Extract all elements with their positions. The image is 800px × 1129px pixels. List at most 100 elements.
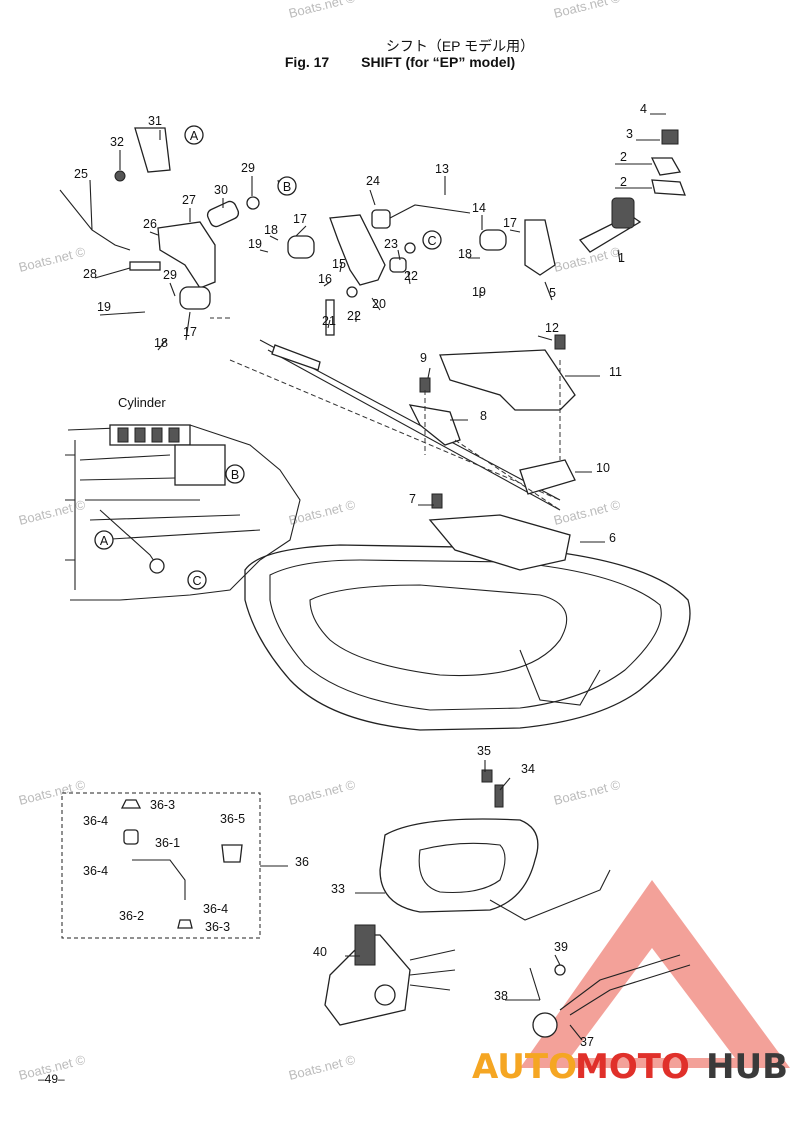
watermark-text: Boats.net © [287, 497, 357, 528]
part-label-36-3a: 36-3 [150, 798, 175, 812]
shift-linkage [59, 127, 686, 336]
watermark-text: Boats.net © [287, 1052, 357, 1083]
part-label-19a: 19 [248, 237, 262, 251]
part-label-32: 32 [110, 135, 124, 149]
brackets [408, 334, 576, 571]
part-label-17c: 17 [183, 325, 197, 339]
part-label-3: 3 [626, 127, 633, 141]
part-label-19c: 19 [97, 300, 111, 314]
watermark-text: Boats.net © [17, 244, 87, 275]
page-number: –49– [38, 1072, 65, 1086]
part-label-4: 4 [640, 102, 647, 116]
part-label-36-2: 36-2 [119, 909, 144, 923]
callout-circle-c [422, 230, 442, 250]
part-label-40: 40 [313, 945, 327, 959]
callout-circle-a-inset [94, 530, 114, 550]
part-label-6: 6 [609, 531, 616, 545]
part-label-38: 38 [494, 989, 508, 1003]
part-label-22a: 22 [404, 269, 418, 283]
part-label-16: 16 [318, 272, 332, 286]
part-label-9: 9 [420, 351, 427, 365]
callout-b: B [283, 180, 291, 194]
brand-word-hub: HUB [706, 1047, 788, 1087]
figure-number: Fig. 17 [284, 54, 330, 70]
part-label-33: 33 [331, 882, 345, 896]
cylinder-inset [65, 424, 301, 601]
part-label-12: 12 [545, 321, 559, 335]
part-label-36: 36 [295, 855, 309, 869]
part-label-18b: 18 [458, 247, 472, 261]
part-label-29b: 29 [163, 268, 177, 282]
part-label-21: 21 [322, 314, 336, 328]
part-label-2b: 2 [620, 175, 627, 189]
part-label-8: 8 [480, 409, 487, 423]
brand-logo-triangle [520, 880, 790, 1068]
callout-b-inset: B [231, 468, 239, 482]
watermark-text: Boats.net © [552, 0, 622, 21]
part-label-10: 10 [596, 461, 610, 475]
part-label-5: 5 [549, 286, 556, 300]
part-label-11: 11 [609, 365, 622, 379]
part-label-36-4b: 36-4 [83, 864, 108, 878]
figure-title-english: SHIFT (for “EP” model) [361, 54, 516, 70]
part-label-35: 35 [477, 744, 491, 758]
part-label-19b: 19 [472, 285, 486, 299]
part-label-1: 1 [618, 251, 625, 265]
callout-circle-b-inset [225, 464, 245, 484]
parts-kit-box [61, 792, 288, 939]
part-label-25: 25 [74, 167, 88, 181]
part-label-15: 15 [332, 257, 346, 271]
part-label-14: 14 [472, 201, 486, 215]
part-label-18c: 18 [154, 336, 168, 350]
part-label-13: 13 [435, 162, 449, 176]
part-label-23: 23 [384, 237, 398, 251]
remote-control-parts [324, 769, 691, 1038]
part-label-37: 37 [580, 1035, 594, 1049]
callout-circle-a [184, 125, 204, 145]
figure-title: Fig. 17 SHIFT (for “EP” model) [0, 54, 800, 70]
title-japanese: シフト（EP モデル用） [385, 38, 535, 54]
callout-markers: A B C A B C [94, 125, 442, 590]
watermark-text: Boats.net © [287, 0, 357, 21]
part-label-36-4c: 36-4 [203, 902, 228, 916]
part-label-18a: 18 [264, 223, 278, 237]
callout-circle-b [277, 176, 297, 196]
part-label-28: 28 [83, 267, 97, 281]
part-label-36-5: 36-5 [220, 812, 245, 826]
lower-cowling [244, 544, 691, 731]
callout-c: C [427, 234, 436, 248]
brand-word-moto: MOTO [575, 1047, 690, 1087]
part-label-34: 34 [521, 762, 535, 776]
callout-a: A [190, 129, 199, 143]
watermark-text: Boats.net © [552, 777, 622, 808]
part-label-22b: 22 [347, 309, 361, 323]
part-label-20: 20 [372, 297, 386, 311]
shift-cables [210, 317, 561, 511]
watermark-text: Boats.net © [287, 777, 357, 808]
brand-wordmark: AUTO MOTO HUB [472, 1047, 788, 1087]
part-label-36-3b: 36-3 [205, 920, 230, 934]
callout-a-inset: A [100, 534, 109, 548]
part-label-30: 30 [214, 183, 228, 197]
part-label-27: 27 [182, 193, 196, 207]
part-label-36-4a: 36-4 [83, 814, 108, 828]
part-label-2: 2 [620, 150, 627, 164]
part-label-36-1: 36-1 [155, 836, 180, 850]
part-label-31: 31 [148, 114, 162, 128]
part-label-7: 7 [409, 492, 416, 506]
part-label-24: 24 [366, 174, 380, 188]
part-label-26: 26 [143, 217, 157, 231]
callout-c-inset: C [192, 574, 201, 588]
watermark-text: Boats.net © [17, 777, 87, 808]
brand-word-auto: AUTO [472, 1047, 577, 1087]
callout-circle-c-inset [187, 570, 207, 590]
cylinder-label: Cylinder [118, 395, 166, 410]
part-label-29a: 29 [241, 161, 255, 175]
part-label-17b: 17 [503, 216, 517, 230]
watermark-text: Boats.net © [17, 497, 87, 528]
part-label-39: 39 [554, 940, 568, 954]
part-label-17a: 17 [293, 212, 307, 226]
watermark-text: Boats.net © [552, 497, 622, 528]
